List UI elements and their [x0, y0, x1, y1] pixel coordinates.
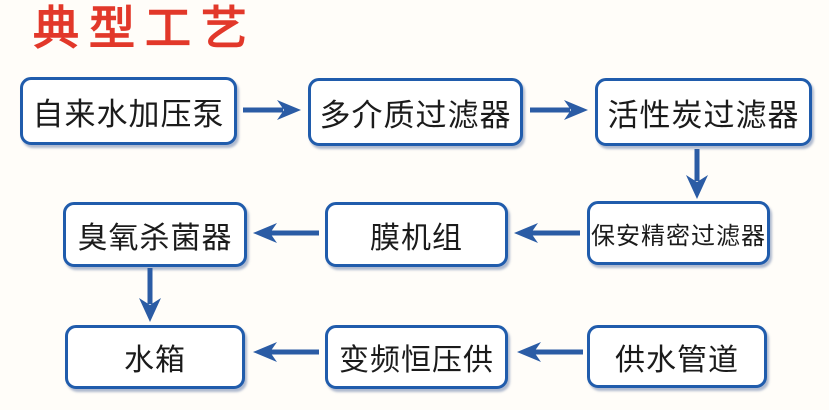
node-label: 膜机组	[370, 221, 463, 255]
node-activated-carbon-filter: 活性炭过滤器	[595, 78, 812, 146]
node-label: 供水管道	[615, 343, 739, 377]
node-label: 保安精密过滤器	[591, 222, 766, 250]
node-label: 活性炭过滤器	[607, 97, 800, 133]
node-tap-water-pump: 自来水加压泵	[20, 77, 237, 145]
arrow-right-icon-multi-media-filter-to-activated-carbon-filter	[530, 98, 588, 122]
page-title: 典型工艺	[33, 2, 257, 54]
arrow-left-icon-membrane-unit-to-ozone-sterilizer	[253, 221, 319, 245]
arrow-left-icon-vfd-constant-pressure-supply-to-water-tank	[253, 340, 319, 364]
arrow-right-icon-tap-water-pump-to-multi-media-filter	[243, 98, 301, 122]
node-multi-media-filter: 多介质过滤器	[308, 78, 523, 146]
node-label: 水箱	[124, 344, 186, 377]
arrow-down-icon-activated-carbon-filter-to-security-precision-filter	[684, 149, 710, 199]
node-label: 变频恒压供	[339, 344, 494, 377]
arrow-left-icon-water-supply-pipeline-to-vfd-constant-pressure-supply	[517, 340, 583, 364]
arrow-down-icon-ozone-sterilizer-to-water-tank	[137, 268, 163, 322]
node-label: 臭氧杀菌器	[77, 221, 233, 255]
node-security-precision-filter: 保安精密过滤器	[587, 201, 770, 265]
node-water-tank: 水箱	[65, 325, 245, 389]
node-membrane-unit: 膜机组	[325, 202, 508, 267]
node-ozone-sterilizer: 臭氧杀菌器	[63, 202, 247, 267]
node-water-supply-pipeline: 供水管道	[587, 325, 767, 388]
node-vfd-constant-pressure-supply: 变频恒压供	[325, 325, 508, 389]
arrow-left-icon-security-precision-filter-to-membrane-unit	[514, 221, 580, 245]
node-label: 多介质过滤器	[319, 97, 512, 133]
node-label: 自来水加压泵	[32, 96, 225, 132]
